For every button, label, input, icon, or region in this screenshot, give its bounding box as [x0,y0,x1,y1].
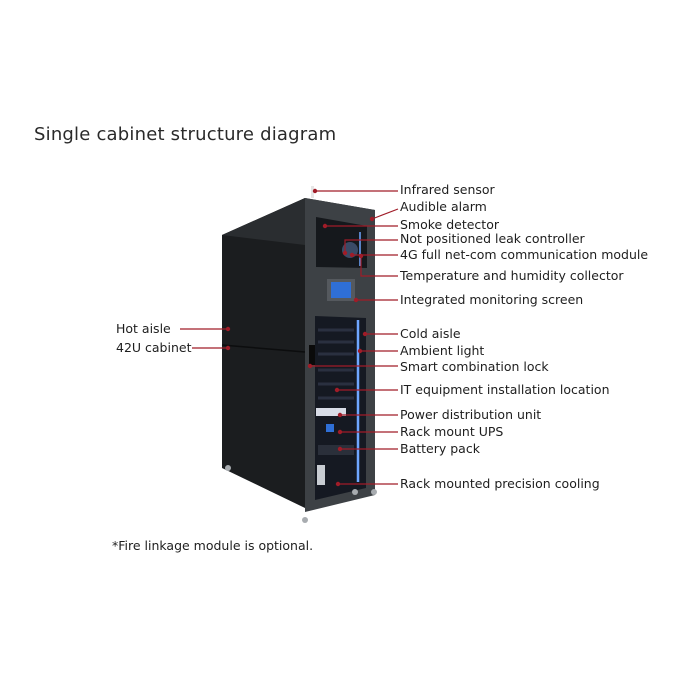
footnote: *Fire linkage module is optional. [112,538,314,553]
label-infrared-sensor: Infrared sensor [400,182,495,197]
label-temp-humidity-collector: Temperature and humidity collector [400,268,624,283]
label-monitoring-screen: Integrated monitoring screen [400,292,584,307]
label-precision-cooling: Rack mounted precision cooling [400,476,600,491]
label-battery-pack: Battery pack [400,441,480,456]
label-4g-module: 4G full net-com communication module [400,247,649,262]
label-cold-aisle: Cold aisle [400,326,461,341]
label-audible-alarm: Audible alarm [400,199,487,214]
label-hot-aisle: Hot aisle [116,321,171,336]
label-leak-controller: Not positioned leak controller [400,231,585,246]
diagram-title: Single cabinet structure diagram [34,124,337,145]
cabinet-side-panel [222,198,305,508]
monitoring-screen [331,282,351,298]
combination-lock [309,345,315,365]
label-rack-ups: Rack mount UPS [400,424,504,439]
label-combination-lock: Smart combination lock [400,359,549,374]
label-it-equipment-location: IT equipment installation location [400,382,610,397]
label-42u-cabinet: 42U cabinet [116,340,192,355]
label-ambient-light: Ambient light [400,343,485,358]
label-pdu: Power distribution unit [400,407,542,422]
label-smoke-detector: Smoke detector [400,217,499,232]
